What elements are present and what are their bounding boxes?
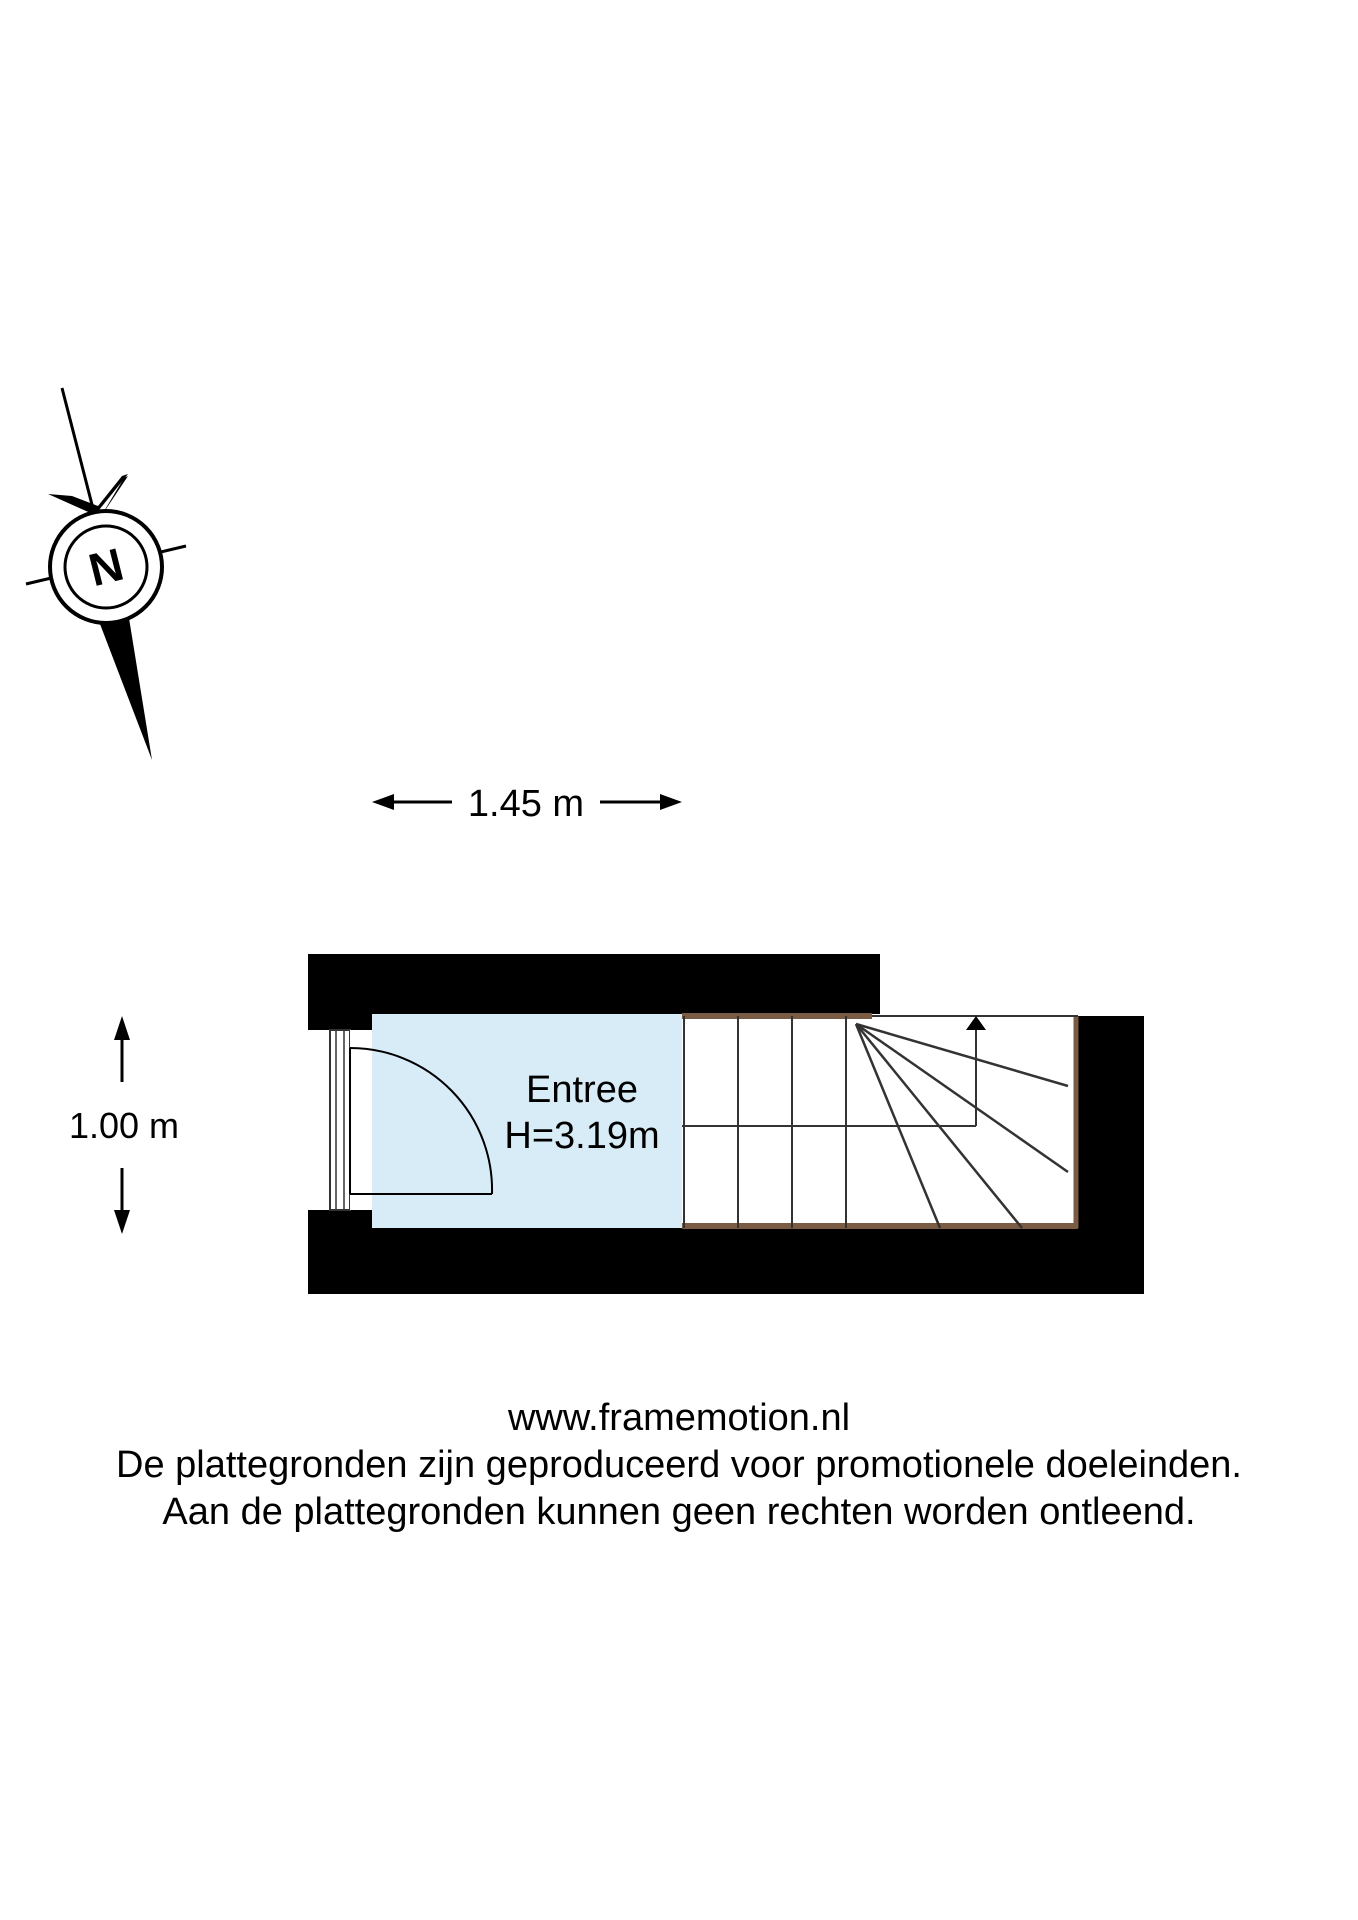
height-dimension: 1.00 m — [69, 1016, 179, 1234]
height-dimension-label: 1.00 m — [69, 1105, 179, 1146]
room-height: H=3.19m — [504, 1115, 659, 1157]
staircase — [682, 1013, 1079, 1229]
north-arrow-icon: N — [25, 387, 187, 760]
width-dimension: 1.45 m — [372, 783, 682, 825]
disclaimer-line-1: De plattegronden zijn geproduceerd voor … — [116, 1444, 1242, 1486]
website-link[interactable]: www.framemotion.nl — [507, 1397, 851, 1439]
front-door — [308, 1029, 494, 1211]
disclaimer-line-2: Aan de plattegronden kunnen geen rechten… — [162, 1491, 1196, 1533]
room-name: Entree — [526, 1069, 638, 1111]
walls — [308, 954, 1144, 1294]
footer: www.framemotion.nl De plattegronden zijn… — [0, 1395, 1358, 1536]
width-dimension-label: 1.45 m — [468, 783, 584, 825]
entree-room — [372, 1014, 682, 1228]
